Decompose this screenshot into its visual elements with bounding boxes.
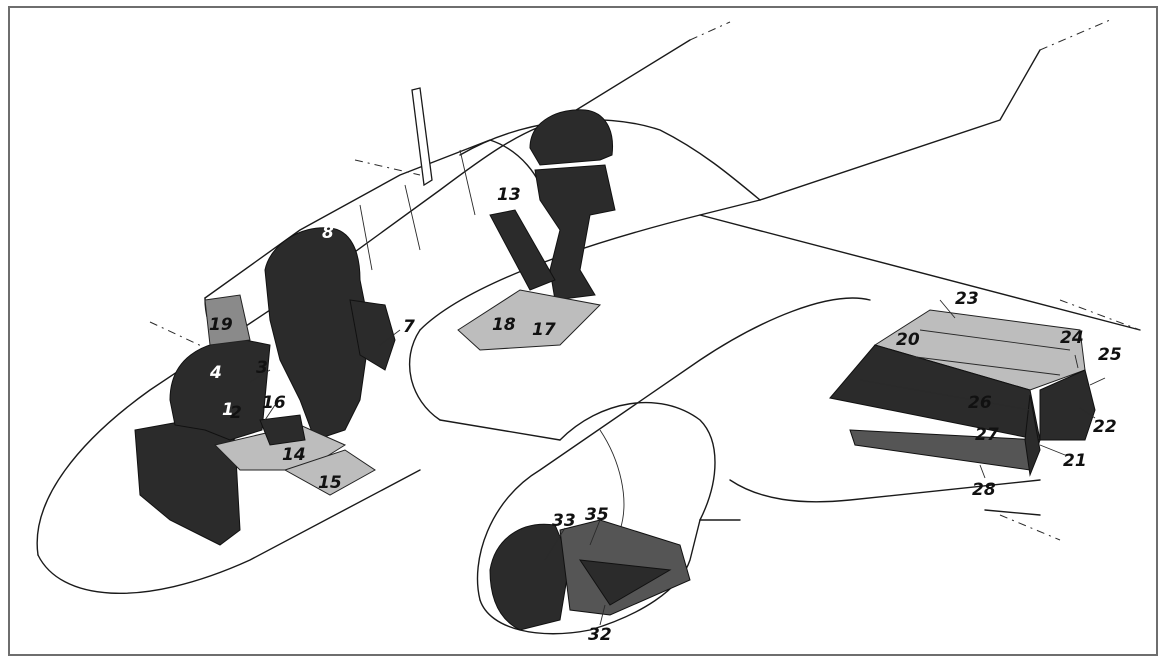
callout-7: 7 <box>403 317 415 337</box>
radiator-armour-box <box>829 309 1096 477</box>
callout-35: 35 <box>585 505 609 525</box>
callout-21: 21 <box>1063 451 1087 471</box>
callout-1: 1 <box>222 400 234 420</box>
callout-17: 17 <box>532 320 556 340</box>
callout-32: 32 <box>588 625 612 645</box>
armour-plates <box>134 109 616 546</box>
callout-4: 4 <box>209 363 222 383</box>
callout-16: 16 <box>262 393 286 413</box>
callout-24: 24 <box>1060 328 1084 348</box>
antenna-mast <box>411 87 433 187</box>
callout-26: 26 <box>968 393 992 413</box>
callout-19: 19 <box>209 315 233 335</box>
callout-28: 28 <box>972 480 996 500</box>
callout-23: 23 <box>955 289 979 309</box>
callout-8: 8 <box>322 223 334 243</box>
callout-3: 3 <box>256 358 268 378</box>
nacelle-front-armour <box>489 519 691 631</box>
callout-13: 13 <box>497 185 521 205</box>
callout-labels: 1 2 3 4 7 8 13 14 15 16 17 18 19 20 21 2… <box>209 185 1122 645</box>
callout-27: 27 <box>975 425 999 445</box>
callout-20: 20 <box>896 330 920 350</box>
callout-22: 22 <box>1093 417 1117 437</box>
fuselage-outline <box>36 21 761 594</box>
callout-18: 18 <box>492 315 516 335</box>
callout-14: 14 <box>282 445 306 465</box>
callout-33: 33 <box>552 511 576 531</box>
callout-15: 15 <box>318 473 342 493</box>
callout-2: 2 <box>230 403 242 423</box>
leader-lines <box>249 299 1106 626</box>
callout-25: 25 <box>1098 345 1122 365</box>
